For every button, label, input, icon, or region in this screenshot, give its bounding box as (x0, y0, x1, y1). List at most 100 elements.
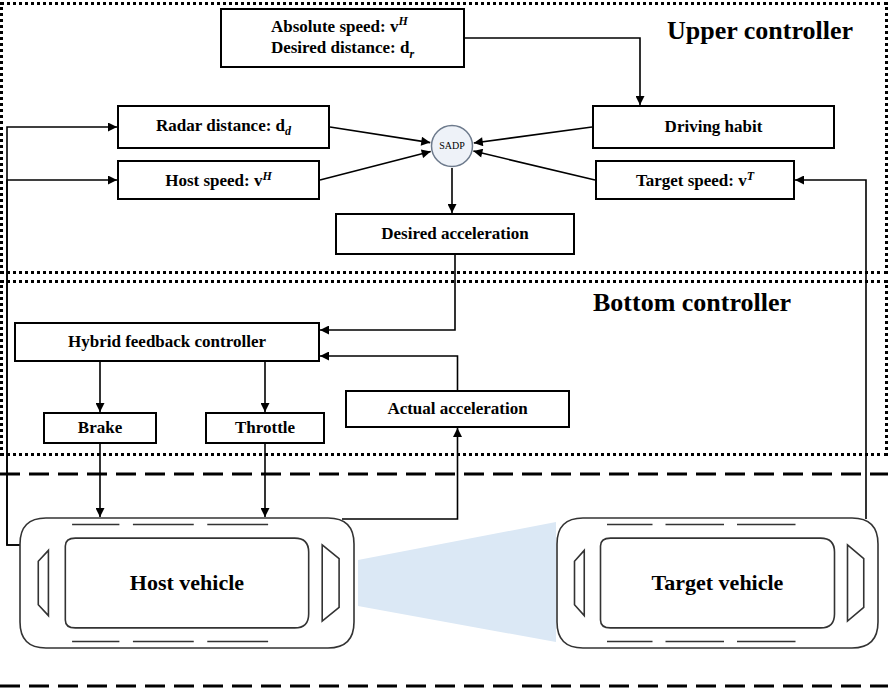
node-label: r (409, 47, 414, 61)
node-text: Bottom controller (593, 287, 791, 320)
signal-arrow (465, 38, 640, 105)
side-window (666, 524, 725, 526)
signal-arrow (264, 362, 266, 412)
node-label: Hybrid feedback controller (68, 332, 266, 351)
controller-band: Hybrid feedback controllerActual acceler… (0, 280, 888, 456)
lane-line (0, 685, 888, 688)
node-label: Desired distance: d (271, 38, 410, 57)
node-text: Throttle (235, 417, 295, 438)
node-label: T (747, 169, 754, 183)
node-label: Host speed: v (165, 171, 262, 190)
text-line: Host speed: vH (165, 169, 272, 192)
sensor-box: Target speed: vT (595, 160, 795, 200)
output-box: Desired acceleration (335, 213, 575, 255)
text-line: Host vehicle (130, 569, 244, 597)
windscreen (322, 545, 339, 621)
process-box: Driving habit (592, 105, 835, 149)
car-body (20, 518, 354, 648)
rear-window (38, 550, 48, 615)
signal-arrow (7, 180, 117, 545)
node-label: Driving habit (665, 117, 763, 136)
node-text: Host speed: vH (165, 169, 272, 192)
controller-band: Absolute speed: vHDesired distance: drRa… (0, 2, 888, 274)
node-label: H (398, 14, 407, 28)
signal-arrow (320, 356, 458, 390)
signal-arrow (320, 151, 431, 180)
text-line: Desired acceleration (381, 223, 528, 244)
node-text: Upper controller (667, 15, 853, 48)
node-label: Absolute speed: v (271, 17, 399, 36)
node-text: Hybrid feedback controller (68, 331, 266, 352)
text-line: Bottom controller (593, 287, 791, 320)
side-window (607, 524, 653, 526)
signal-arrow (795, 180, 866, 519)
node-label: Target vehicle (652, 570, 784, 595)
side-window (737, 641, 796, 643)
signal-arrow (99, 362, 101, 412)
radar-beam (358, 522, 556, 642)
text-line: Desired distance: dr (271, 37, 414, 61)
windscreen (848, 545, 864, 621)
node-text: Radar distance: dd (156, 115, 291, 139)
signal-arrow (330, 127, 430, 143)
signal-arrow (474, 127, 592, 143)
text-line: Actual acceleration (387, 398, 527, 419)
text-line: Target speed: vT (636, 169, 754, 192)
node-text: Actual acceleration (387, 398, 527, 419)
node-label: SADP (439, 140, 465, 151)
node-text: Brake (78, 417, 122, 438)
vehicle-shape: Target vehicle (555, 515, 880, 651)
text-line: Hybrid feedback controller (68, 331, 266, 352)
band-heading: Upper controller (667, 16, 853, 45)
feedback-box: Actual acceleration (345, 390, 570, 428)
node-label: Actual acceleration (387, 399, 527, 418)
signal-arrow (451, 168, 453, 213)
signal-arrow (473, 151, 595, 180)
side-window (72, 641, 119, 643)
sensor-box: Radar distance: dd (117, 105, 330, 149)
node-label: Throttle (235, 418, 295, 437)
text-line: Upper controller (667, 15, 853, 48)
band-heading: Bottom controller (593, 288, 791, 317)
node-label: Host vehicle (130, 570, 244, 595)
node-label: Desired acceleration (381, 224, 528, 243)
node-text: Target vehicle (652, 569, 784, 597)
side-window (666, 641, 725, 643)
controller-box: Hybrid feedback controller (14, 322, 320, 362)
circle-outline (432, 126, 473, 167)
node-text: SADP (439, 140, 465, 153)
node-label: Target speed: v (636, 171, 747, 190)
side-window (133, 524, 194, 526)
text-line: Throttle (235, 417, 295, 438)
text-line: Target vehicle (652, 569, 784, 597)
node-text: Driving habit (665, 116, 763, 137)
signal-arrow (320, 255, 455, 330)
lane-line (0, 473, 888, 476)
side-window (133, 641, 194, 643)
sadp-circle: SADP (430, 124, 474, 168)
node-label: Radar distance: d (156, 116, 285, 135)
node-text: Absolute speed: vHDesired distance: dr (271, 14, 414, 61)
signal-arrow (342, 428, 458, 519)
vehicle-shape: Host vehicle (18, 515, 356, 651)
rear-window (575, 550, 585, 615)
side-window (737, 524, 796, 526)
car-cabin (65, 538, 308, 628)
text-line: SADP (439, 140, 465, 153)
car-cabin (601, 538, 835, 628)
sensor-box: Host speed: vH (117, 160, 320, 200)
text-line: Brake (78, 417, 122, 438)
actuator-box: Throttle (205, 412, 325, 444)
input-box: Absolute speed: vHDesired distance: dr (220, 8, 465, 68)
node-label: Brake (78, 418, 122, 437)
node-label: H (262, 169, 271, 183)
text-line: Driving habit (665, 116, 763, 137)
side-window (207, 524, 268, 526)
car-body (557, 518, 878, 648)
actuator-box: Brake (43, 412, 157, 444)
node-label: d (285, 124, 291, 138)
side-window (607, 641, 653, 643)
node-text: Desired acceleration (381, 223, 528, 244)
text-line: Absolute speed: vH (271, 14, 414, 37)
